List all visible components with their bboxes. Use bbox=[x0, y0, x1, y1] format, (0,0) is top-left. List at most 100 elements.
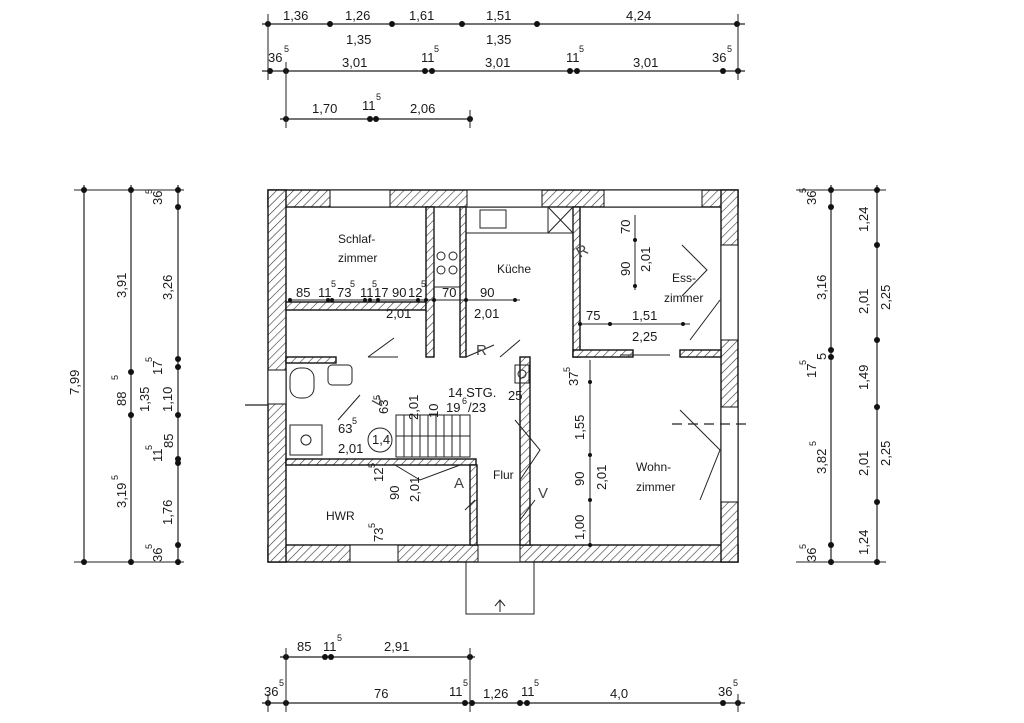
right-dim-11: 1,24 bbox=[856, 530, 871, 555]
wall-flur-wohn bbox=[519, 356, 531, 546]
bottom-dim-1: 85 bbox=[297, 639, 311, 654]
window-esszimmer bbox=[603, 189, 703, 208]
inner-dim-28: 2,01 bbox=[594, 465, 609, 490]
shower-icon bbox=[289, 424, 323, 456]
right-dim-8: 2,01 bbox=[856, 289, 871, 314]
inner-dimensions: 85 11 5 73 5 11 5 17 90 12 5 70 90 2,01 … bbox=[288, 215, 690, 547]
inner-dim-2: 11 bbox=[318, 285, 332, 300]
stair-steps: 14 STG. bbox=[448, 385, 496, 400]
fridge-icon bbox=[547, 206, 574, 234]
right-dim-6: 36 bbox=[804, 548, 819, 562]
bottom-dim-6: 11 bbox=[449, 684, 463, 699]
inner-dim-7: 12 bbox=[408, 285, 422, 300]
inner-dim-24: 25 bbox=[508, 388, 522, 403]
window-wc bbox=[267, 369, 287, 405]
bottom-dim-4: 36 bbox=[264, 684, 278, 699]
inner-dim-18-sup: 5 bbox=[372, 395, 382, 400]
top-dim-9: 3,01 bbox=[342, 55, 367, 70]
bottom-dim-6-sup: 5 bbox=[463, 678, 468, 688]
top-dim-17: 2,06 bbox=[410, 101, 435, 116]
right-dim-4: 5 bbox=[814, 353, 829, 360]
stairs bbox=[367, 414, 471, 458]
top-dim-12-sup: 5 bbox=[579, 44, 584, 54]
bottom-dim-2: 11 bbox=[323, 639, 337, 654]
window-schlafzimmer bbox=[329, 189, 391, 208]
wall-kueche-ess bbox=[572, 206, 581, 358]
left-dim-3: 3,19 bbox=[114, 483, 129, 508]
inner-dim-7-sup: 5 bbox=[421, 279, 426, 289]
stove-icon bbox=[436, 251, 458, 275]
left-dim-1: 3,91 bbox=[114, 273, 129, 298]
inner-dim-3: 73 bbox=[337, 285, 351, 300]
left-dim-2-sup: 5 bbox=[110, 375, 120, 380]
window-kueche bbox=[466, 189, 543, 208]
bottom-dim-3: 2,91 bbox=[384, 639, 409, 654]
inner-dim-6: 90 bbox=[392, 285, 406, 300]
top-dimension-chains: 1,36 1,26 1,61 1,51 4,24 1,35 1,35 36 5 … bbox=[262, 8, 745, 128]
inner-dim-9: 90 bbox=[480, 285, 494, 300]
inner-dim-19: 63 bbox=[338, 421, 352, 436]
kitchen-counter bbox=[433, 206, 461, 288]
room-esszimmer-l2: zimmer bbox=[664, 291, 703, 305]
entrance-arrow-icon bbox=[494, 599, 506, 612]
kitchen-top-counter bbox=[465, 206, 574, 234]
inner-dim-30-sup: 5 bbox=[367, 463, 377, 468]
left-dimension-chains: 7,99 3,91 88 5 3,19 5 36 5 3,26 17 5 1,3… bbox=[67, 185, 184, 565]
inner-dim-31: 90 bbox=[387, 486, 402, 500]
pencil-mark-r1: R bbox=[476, 342, 487, 359]
top-dim-10: 11 bbox=[421, 50, 435, 65]
top-dim-8: 36 bbox=[268, 50, 282, 65]
door-esszimmer-window bbox=[681, 244, 708, 297]
top-dim-13: 3,01 bbox=[633, 55, 658, 70]
bottom-dim-4-sup: 5 bbox=[279, 678, 284, 688]
inner-dim-3-sup: 5 bbox=[350, 279, 355, 289]
wall-hwr-east bbox=[469, 464, 478, 546]
wall-ess-south bbox=[572, 349, 634, 358]
left-dim-2: 88 bbox=[114, 392, 129, 406]
top-dim-4: 1,51 bbox=[486, 8, 511, 23]
room-flur: Flur bbox=[493, 468, 514, 482]
entrance-step bbox=[465, 561, 535, 615]
right-dim-2: 3,16 bbox=[814, 275, 829, 300]
right-dim-5-sup: 5 bbox=[808, 441, 818, 446]
inner-dim-33: 73 bbox=[371, 528, 386, 542]
washbasin-icon bbox=[327, 364, 353, 386]
left-dim-4-sup: 5 bbox=[144, 189, 154, 194]
right-dim-1: 36 bbox=[804, 191, 819, 205]
top-dim-3: 1,61 bbox=[409, 8, 434, 23]
entrance-opening bbox=[477, 544, 521, 563]
bottom-dim-5: 76 bbox=[374, 686, 388, 701]
bottom-dim-10: 36 bbox=[718, 684, 732, 699]
pencil-mark-v1: V bbox=[538, 485, 548, 502]
inner-dim-32: 2,01 bbox=[407, 477, 422, 502]
window-wohnzimmer-east bbox=[720, 406, 739, 503]
pencil-mark-a: A bbox=[454, 475, 464, 492]
right-dim-13: 2,25 bbox=[878, 441, 893, 466]
right-dim-3: 17 bbox=[804, 364, 819, 378]
left-dim-12: 36 bbox=[150, 548, 165, 562]
stair-rise: 19 bbox=[446, 400, 460, 415]
top-dim-16: 11 bbox=[362, 98, 376, 113]
right-dim-5: 3,82 bbox=[814, 449, 829, 474]
wall-shaft bbox=[459, 206, 467, 358]
bottom-dim-2-sup: 5 bbox=[337, 633, 342, 643]
left-dim-7: 1,35 bbox=[137, 387, 152, 412]
inner-dim-11: 2,01 bbox=[474, 306, 499, 321]
top-dim-11: 3,01 bbox=[485, 55, 510, 70]
sink-icon bbox=[479, 209, 507, 229]
room-schlafzimmer-l1: Schlaf- bbox=[338, 232, 375, 246]
top-dim-12: 11 bbox=[566, 50, 580, 65]
room-wohnzimmer-l1: Wohn- bbox=[636, 460, 671, 474]
left-dim-10: 85 bbox=[161, 434, 176, 448]
top-dim-1: 1,36 bbox=[283, 8, 308, 23]
inner-dim-5: 17 bbox=[374, 285, 388, 300]
right-dim-9: 1,49 bbox=[856, 365, 871, 390]
left-dim-9-sup: 5 bbox=[144, 445, 154, 450]
inner-dim-13: 90 bbox=[618, 262, 633, 276]
top-dim-6: 1,35 bbox=[346, 32, 371, 47]
right-dim-6-sup: 5 bbox=[798, 544, 808, 549]
inner-dim-4: 11 bbox=[360, 285, 374, 300]
left-dim-6: 17 bbox=[150, 361, 165, 375]
toilet-icon bbox=[289, 367, 315, 399]
inner-dim-8: 70 bbox=[442, 285, 456, 300]
